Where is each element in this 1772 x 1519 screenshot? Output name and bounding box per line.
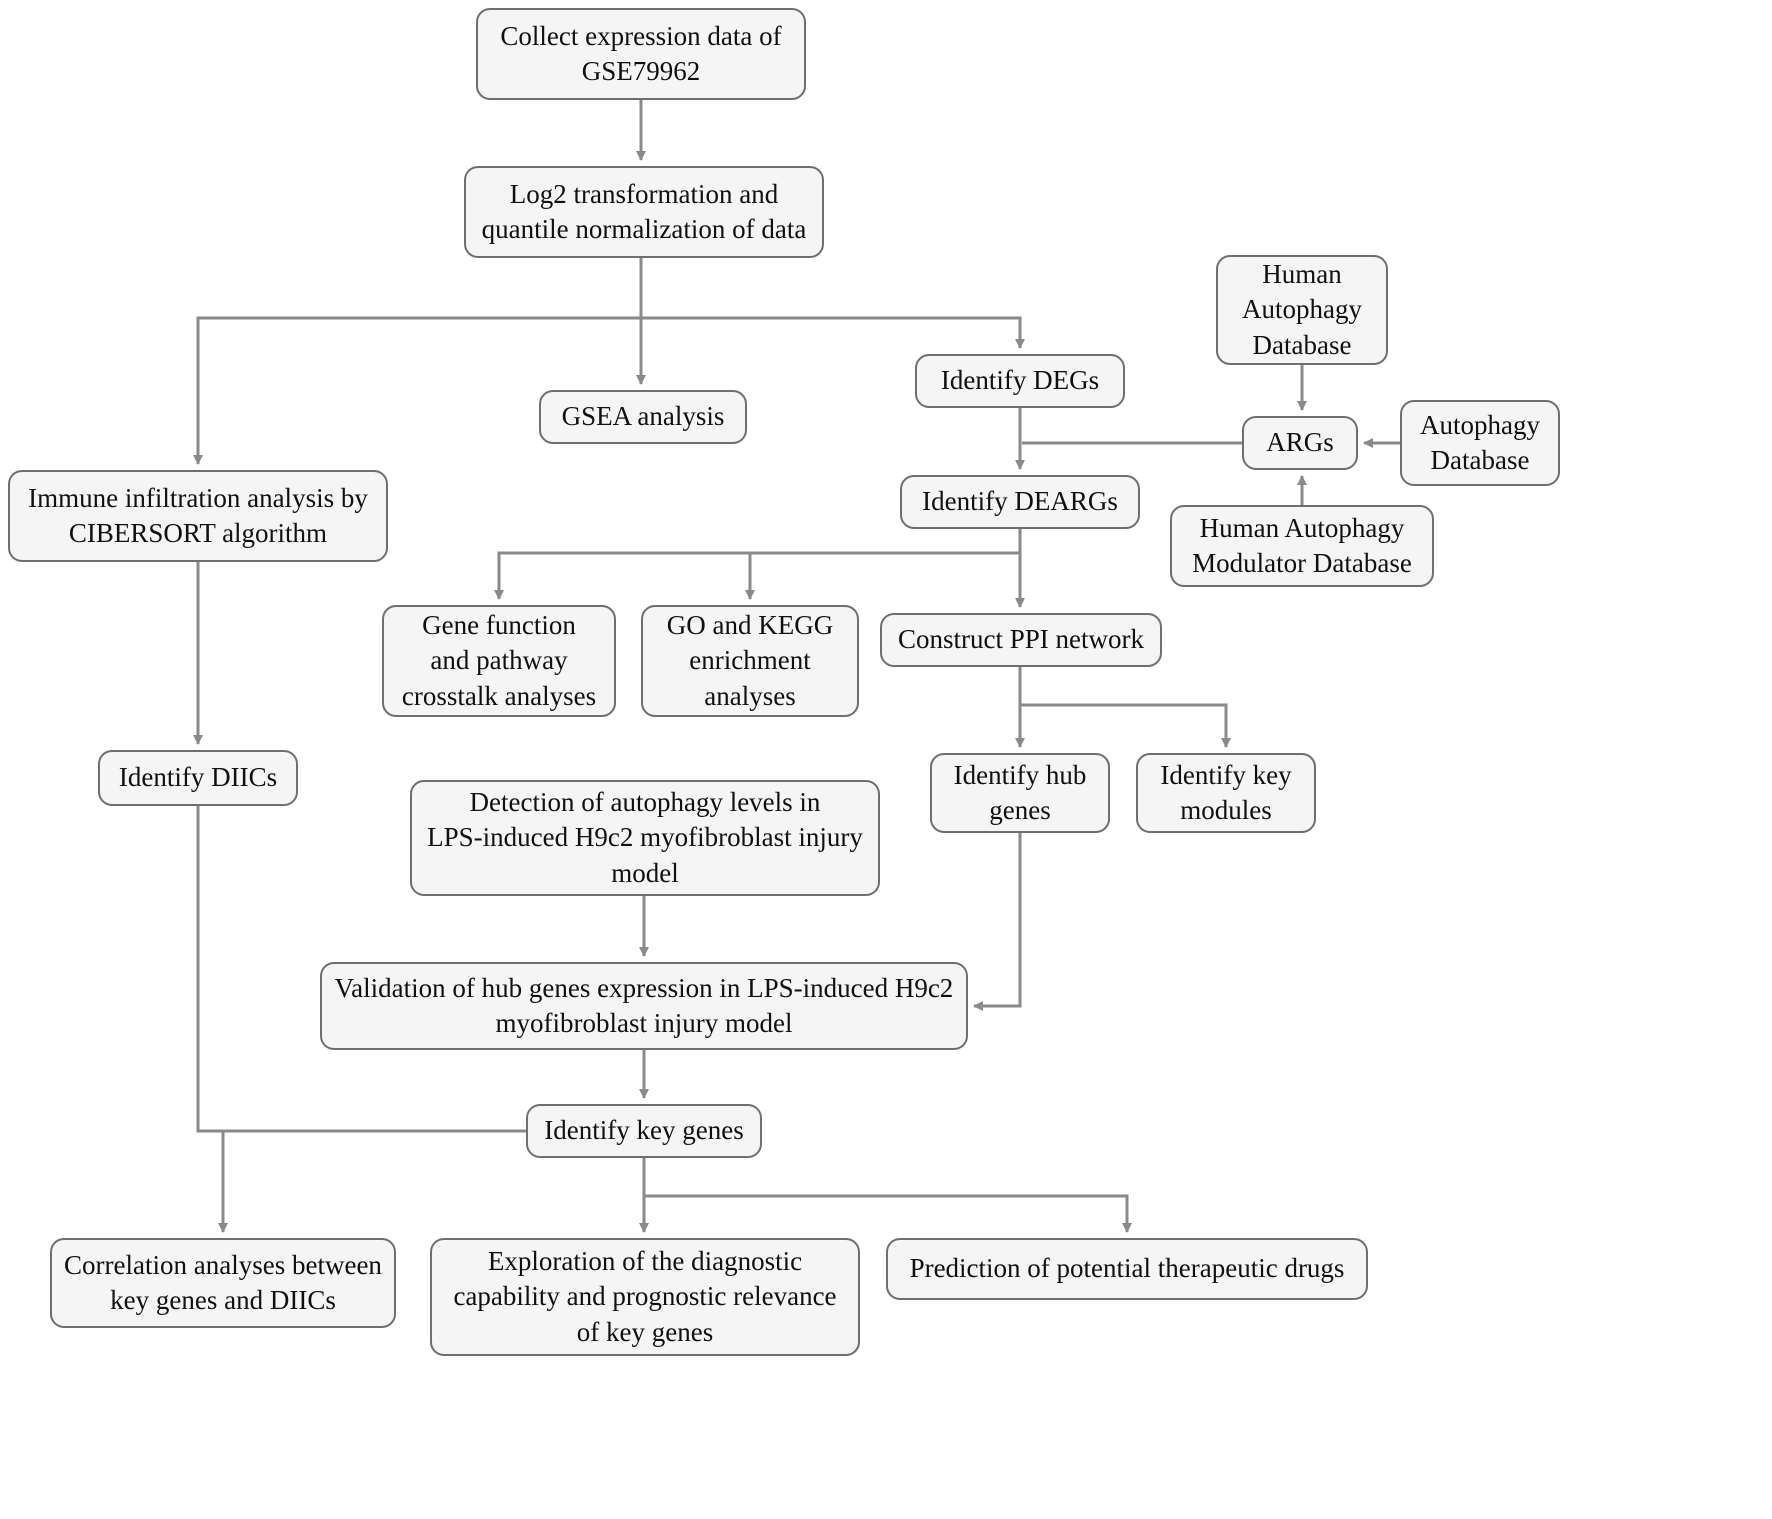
node-identify-hub-genes[interactable]: Identify hub genes — [930, 753, 1110, 833]
node-label: Validation of hub genes expression in LP… — [334, 972, 954, 1038]
node-validation-hub-genes[interactable]: Validation of hub genes expression in LP… — [320, 962, 968, 1050]
node-label: Identify hub genes — [953, 759, 1087, 825]
node-immune-infiltration-analysis[interactable]: Immune infiltration analysis by CIBERSOR… — [8, 470, 388, 562]
node-gene-function-pathway-crosstalk[interactable]: Gene function and pathway crosstalk anal… — [382, 605, 616, 717]
node-label: Identify key modules — [1160, 759, 1292, 825]
node-human-autophagy-database[interactable]: Human Autophagy Database — [1216, 255, 1388, 365]
node-gsea-analysis[interactable]: GSEA analysis — [539, 390, 747, 444]
edge-log2-to-degs — [641, 316, 1025, 349]
edge-deargs-to-gokegg — [745, 551, 1020, 600]
node-label: ARGs — [1266, 427, 1334, 458]
node-label: Correlation analyses between key genes a… — [64, 1249, 382, 1315]
node-label: Prediction of potential therapeutic drug… — [909, 1253, 1345, 1284]
node-detection-autophagy-levels[interactable]: Detection of autophagy levels in LPS-ind… — [410, 780, 880, 896]
node-construct-ppi-network[interactable]: Construct PPI network — [880, 613, 1162, 667]
node-log2-transformation[interactable]: Log2 transformation and quantile normali… — [464, 166, 824, 258]
node-go-kegg-enrichment[interactable]: GO and KEGG enrichment analyses — [641, 605, 859, 717]
edge-deargs-to-genefunc — [494, 551, 1020, 600]
node-label: Identify DEARGs — [922, 486, 1118, 517]
node-label: Log2 transformation and quantile normali… — [481, 178, 807, 244]
node-human-autophagy-modulator-database[interactable]: Human Autophagy Modulator Database — [1170, 505, 1434, 587]
node-label: Identify key genes — [544, 1115, 744, 1146]
node-label: GSEA analysis — [561, 401, 725, 432]
node-label: Human Autophagy Modulator Database — [1192, 512, 1412, 578]
edge-ppi-to-keymodules — [1020, 703, 1231, 748]
edge-log2-to-immune — [193, 316, 641, 465]
node-label: Construct PPI network — [898, 624, 1144, 655]
node-args[interactable]: ARGs — [1242, 416, 1358, 470]
node-exploration-diagnostic-prognostic[interactable]: Exploration of the diagnostic capability… — [430, 1238, 860, 1356]
node-label: GO and KEGG enrichment analyses — [666, 610, 834, 711]
node-prediction-therapeutic-drugs[interactable]: Prediction of potential therapeutic drug… — [886, 1238, 1368, 1300]
node-identify-key-modules[interactable]: Identify key modules — [1136, 753, 1316, 833]
node-label: Exploration of the diagnostic capability… — [453, 1246, 837, 1347]
node-correlation-analyses[interactable]: Correlation analyses between key genes a… — [50, 1238, 396, 1328]
edge-diics-to-correlation — [196, 806, 228, 1233]
node-label: Identify DIICs — [118, 762, 278, 793]
node-collect-expression-data[interactable]: Collect expression data of GSE79962 — [476, 8, 806, 100]
edge-hubgenes-to-validation — [973, 833, 1022, 1011]
node-identify-deargs[interactable]: Identify DEARGs — [900, 475, 1140, 529]
edge-keygenes-to-prediction — [644, 1194, 1132, 1233]
node-label: Immune infiltration analysis by CIBERSOR… — [28, 482, 368, 548]
node-label: Gene function and pathway crosstalk anal… — [401, 610, 597, 711]
node-identify-key-genes[interactable]: Identify key genes — [526, 1104, 762, 1158]
node-label: Detection of autophagy levels in LPS-ind… — [427, 787, 863, 888]
node-identify-diics[interactable]: Identify DIICs — [98, 750, 298, 806]
node-identify-degs[interactable]: Identify DEGs — [915, 354, 1125, 408]
node-label: Autophagy Database — [1420, 409, 1540, 475]
node-label: Collect expression data of GSE79962 — [500, 20, 782, 86]
node-autophagy-database[interactable]: Autophagy Database — [1400, 400, 1560, 486]
node-label: Identify DEGs — [940, 365, 1100, 396]
node-label: Human Autophagy Database — [1242, 259, 1362, 360]
